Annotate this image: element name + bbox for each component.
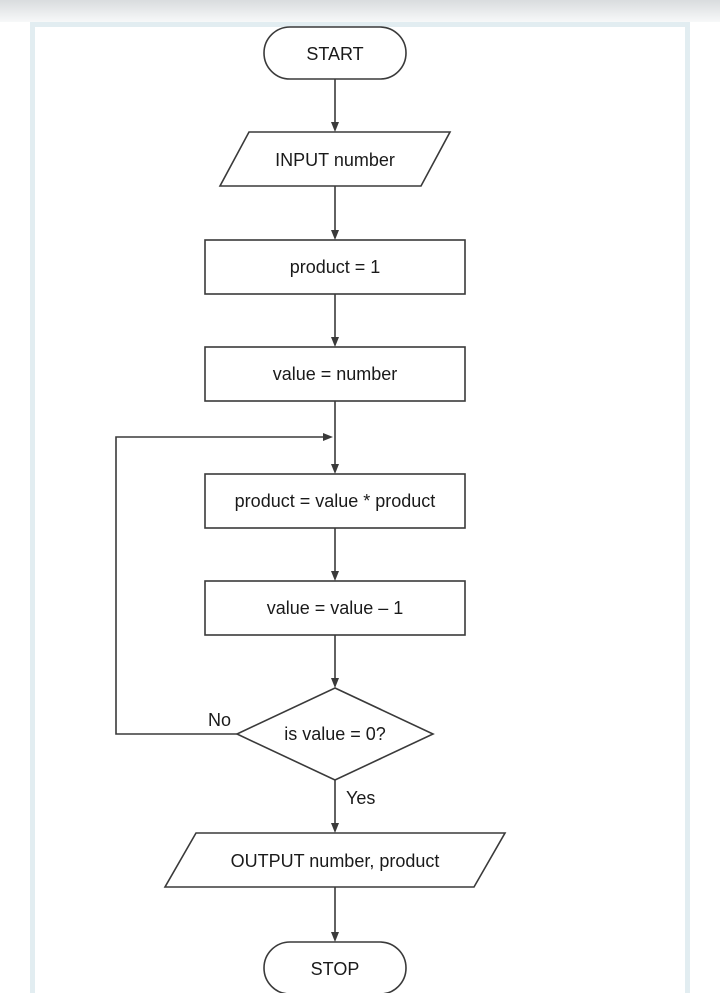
label-no: No [208, 710, 231, 730]
arrowhead-icon [331, 932, 339, 942]
arrowhead-icon [331, 571, 339, 581]
arrowhead-icon [331, 678, 339, 688]
process-decrement [204, 580, 466, 636]
output-parallelogram [163, 832, 507, 888]
loop-back-line [115, 436, 323, 735]
arrowhead-icon [323, 433, 333, 441]
process-decrement-label: value = value – 1 [267, 598, 404, 618]
process-multiply-label: product = value * product [235, 491, 436, 511]
arrowhead-icon [331, 337, 339, 347]
arrowhead-icon [331, 823, 339, 833]
process-product-init-label: product = 1 [290, 257, 381, 277]
output-label: OUTPUT number, product [231, 851, 440, 871]
input-parallelogram [218, 131, 452, 187]
arrowhead-icon [331, 122, 339, 132]
start-label: START [306, 44, 363, 64]
arrowhead-icon [331, 230, 339, 240]
process-product-init [204, 239, 466, 295]
process-value-init [204, 346, 466, 402]
stop-label: STOP [311, 959, 360, 979]
label-yes: Yes [346, 788, 375, 808]
top-bar [0, 0, 720, 22]
decision-label: is value = 0? [284, 724, 386, 744]
input-label: INPUT number [275, 150, 395, 170]
stop-terminator [263, 941, 407, 993]
process-value-init-label: value = number [273, 364, 398, 384]
arrowhead-icon [331, 464, 339, 474]
